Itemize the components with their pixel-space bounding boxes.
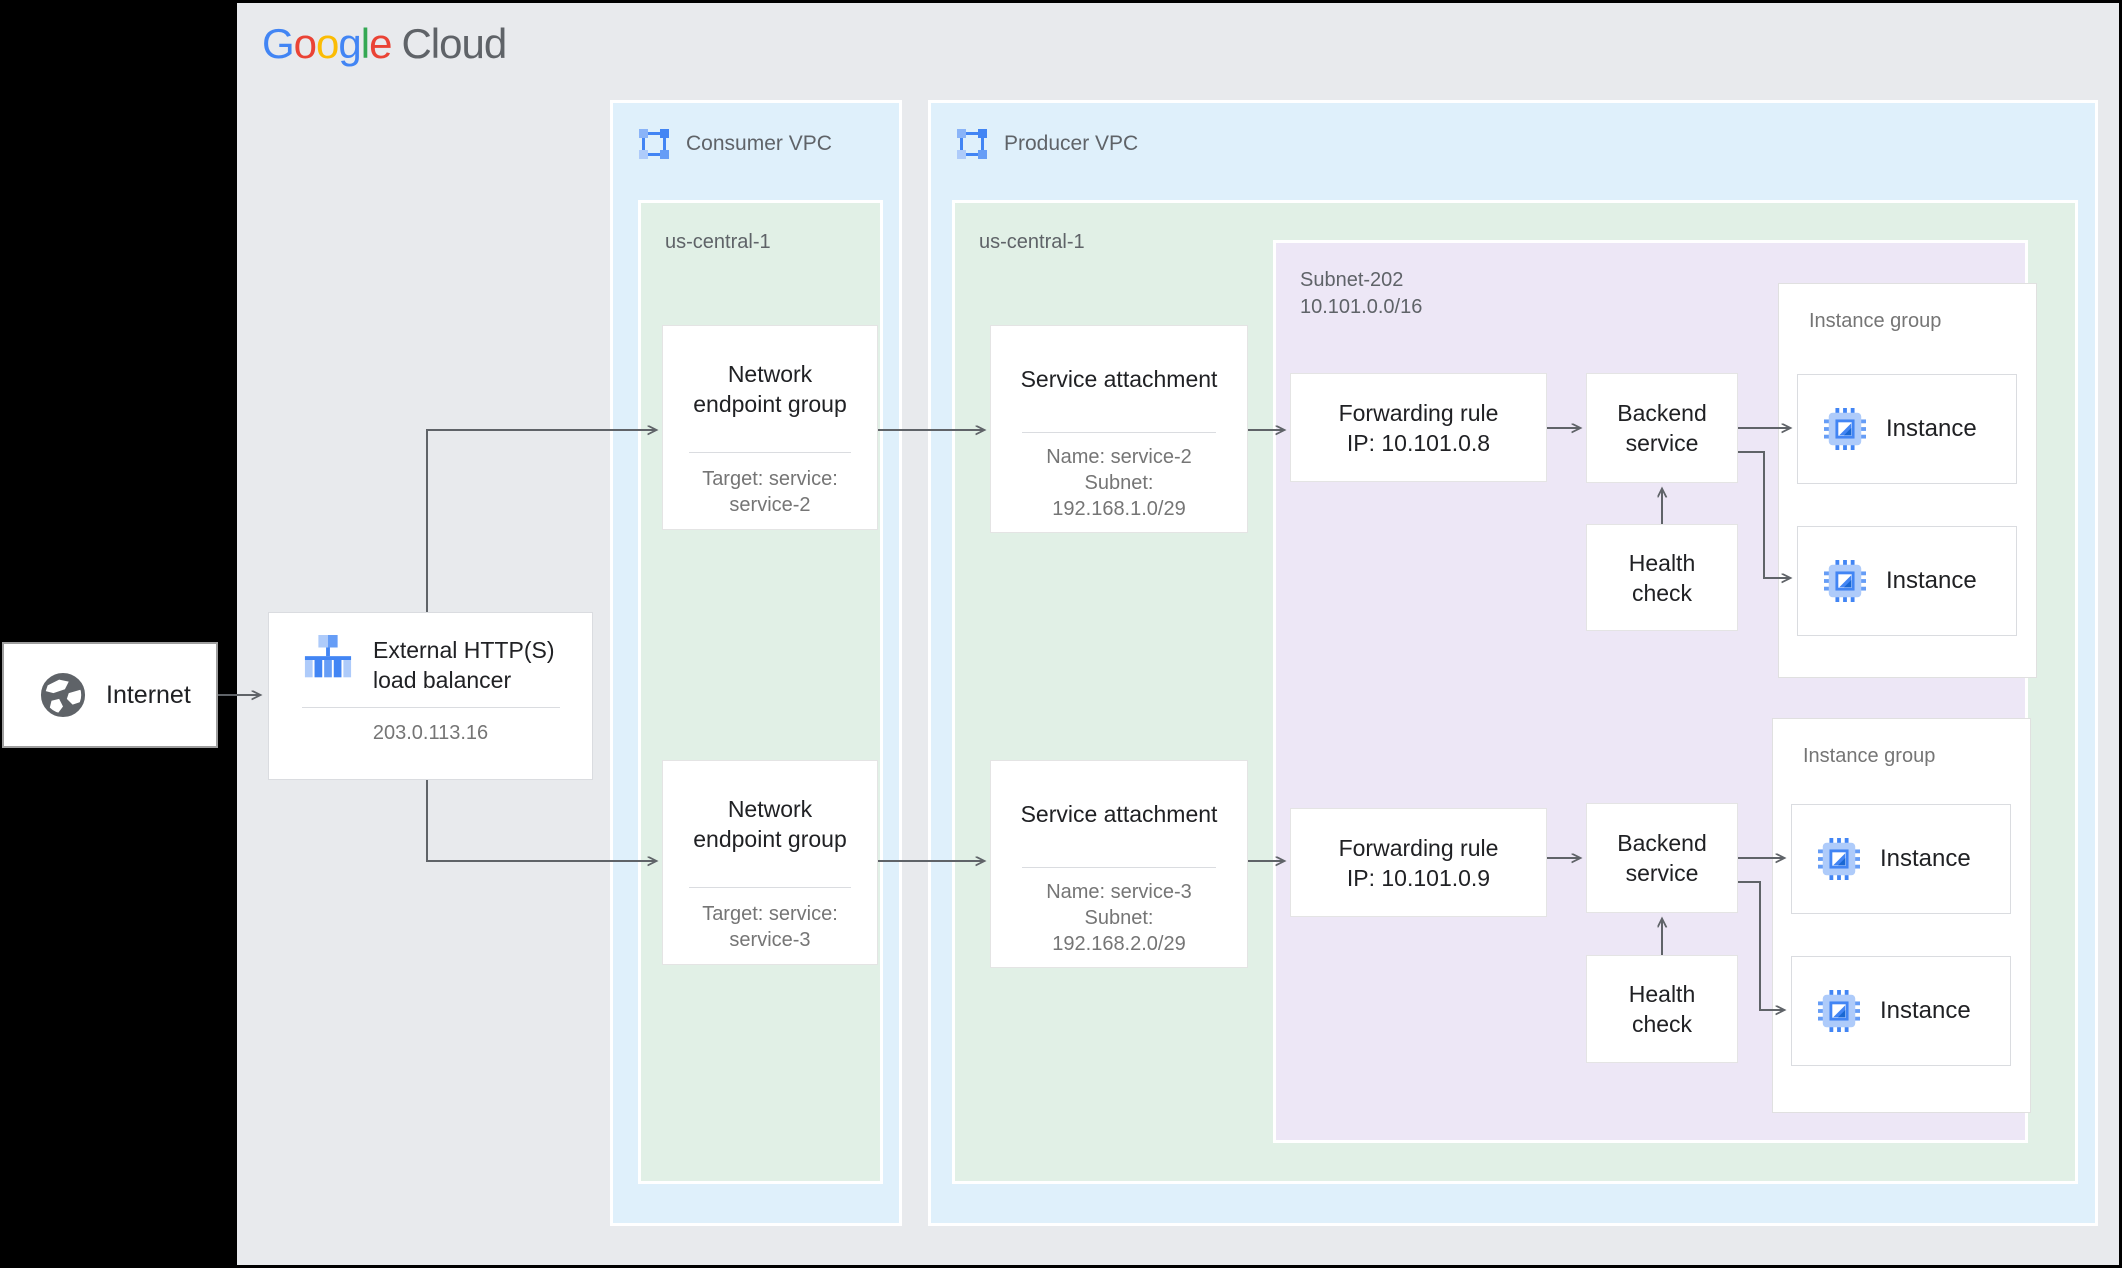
instance-node: Instance [1791,956,2011,1066]
subnet-label: Subnet-202 10.101.0.0/16 [1300,269,1423,318]
logo-letter: g [338,20,361,67]
instance-label: Instance [1880,997,1971,1024]
instance-label: Instance [1880,845,1971,872]
vpc-network-icon [639,129,669,159]
service-attachment-title: Service attachment [1020,366,1218,392]
instance-label: Instance [1886,567,1977,594]
forwarding-rule-node: Forwarding rule IP: 10.101.0.8 [1290,373,1547,482]
network-endpoint-group-node: Network endpoint group Target: service: … [662,760,878,965]
logo-letter: e [369,20,392,67]
forwarding-rule-label: Forwarding rule IP: 10.101.0.9 [1338,834,1499,891]
network-endpoint-group-node: Network endpoint group Target: service: … [662,325,878,530]
consumer-vpc-header: Consumer VPC [637,127,899,161]
load-balancer-node: External HTTP(S) load balancer 203.0.113… [268,612,593,780]
health-check-node: Health check [1586,524,1738,631]
health-check-label: Health check [1628,981,1696,1037]
service-attachment-details: Name: service-2 Subnet: 192.168.1.0/29 [1046,446,1192,520]
backend-service-label: Backend service [1617,830,1707,886]
instance-group-node: Instance group Instance [1772,718,2031,1113]
consumer-vpc-zone: Consumer VPC us-central-1 [610,100,902,1226]
logo-letter: l [360,20,370,67]
forwarding-rule-node: Forwarding rule IP: 10.101.0.9 [1290,808,1547,917]
load-balancer-title: External HTTP(S) load balancer [373,637,555,693]
compute-instance-icon [1824,560,1866,602]
instance-group-node: Instance group Instance [1778,283,2037,678]
consumer-region-label: us-central-1 [665,231,771,253]
divider [1021,432,1217,433]
vpc-network-icon [957,129,987,159]
load-balancer-ip: 203.0.113.16 [372,722,489,744]
compute-instance-icon [1818,838,1860,880]
health-check-label: Health check [1628,549,1696,606]
divider [688,452,852,453]
internet-node: Internet [2,642,218,748]
backend-service-node: Backend service [1586,803,1738,913]
load-balancer-icon [304,635,352,678]
divider [1021,867,1217,868]
service-attachment-node: Service attachment Name: service-3 Subne… [990,760,1248,968]
producer-vpc-label: Producer VPC [1004,132,1139,155]
instance-node: Instance [1797,374,2017,484]
neg-target: Target: service: service-3 [702,903,838,951]
divider [688,887,852,888]
compute-instance-icon [1818,990,1860,1032]
service-attachment-details: Name: service-3 Subnet: 192.168.2.0/29 [1046,881,1192,955]
neg-title: Network endpoint group [693,361,847,417]
logo-letter: o [316,20,339,67]
logo-letter: G [262,20,295,67]
neg-title: Network endpoint group [693,796,847,852]
producer-vpc-header: Producer VPC [955,127,2095,161]
logo-cloud-text: Cloud [401,20,507,67]
service-attachment-title: Service attachment [1020,801,1218,827]
globe-icon [40,672,86,718]
logo-letter: o [293,20,317,67]
instance-group-label: Instance group [1803,745,1936,767]
compute-instance-icon [1824,408,1866,450]
instance-label: Instance [1886,415,1977,442]
internet-label: Internet [106,680,191,709]
health-check-node: Health check [1586,955,1738,1063]
instance-node: Instance [1797,526,2017,636]
instance-group-label: Instance group [1809,310,1942,332]
load-balancer-header: External HTTP(S) load balancer [269,613,592,695]
neg-target: Target: service: service-2 [702,468,838,516]
divider [301,707,560,708]
producer-region-label: us-central-1 [979,231,1085,253]
forwarding-rule-label: Forwarding rule IP: 10.101.0.8 [1338,399,1499,456]
backend-service-node: Backend service [1586,373,1738,483]
service-attachment-node: Service attachment Name: service-2 Subne… [990,325,1248,533]
consumer-vpc-label: Consumer VPC [686,132,832,155]
backend-service-label: Backend service [1617,400,1707,456]
instance-node: Instance [1791,804,2011,914]
